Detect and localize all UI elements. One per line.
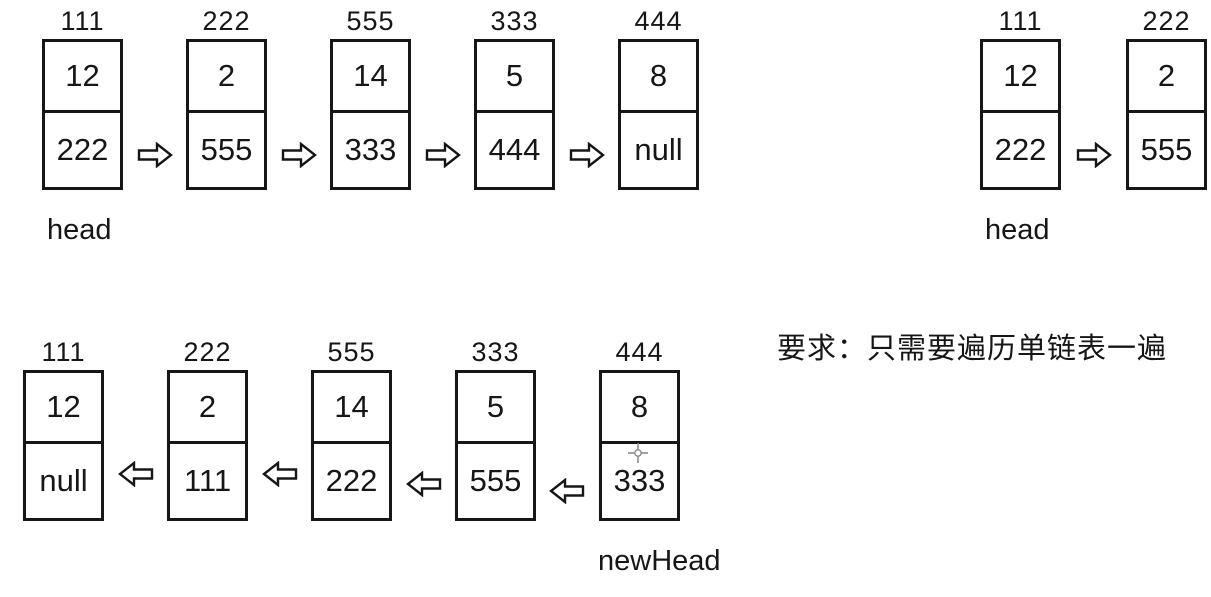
node-address: 444 [615, 337, 664, 367]
node-value: 2 [170, 373, 245, 444]
list-node: 222 2 555 [1126, 5, 1207, 190]
list-node: 444 8 null [618, 5, 699, 190]
newhead-label: newHead [598, 545, 721, 577]
node-value: 8 [602, 373, 677, 444]
right-arrow-icon [569, 142, 605, 168]
node-value: 2 [1129, 42, 1204, 113]
node-address: 111 [998, 6, 1043, 36]
node-value: 12 [983, 42, 1058, 113]
requirement-text: 要求：只需要遍历单链表一遍 [777, 333, 1168, 365]
node-next-pointer: null [39, 463, 88, 498]
node-box: 12 null [23, 370, 104, 521]
list-node: 555 14 333 [330, 5, 411, 190]
node-next-pointer: 333 [613, 463, 666, 498]
node-next-pointer: 222 [325, 463, 378, 498]
list-node: 222 2 555 [186, 5, 267, 190]
right-arrow-icon [137, 142, 173, 168]
node-next-pointer: 222 [56, 132, 109, 167]
node-address: 222 [183, 337, 232, 367]
node-next-pointer: 222 [994, 132, 1047, 167]
node-box: 12 222 [980, 39, 1061, 190]
node-box: 8 333 [599, 370, 680, 521]
node-address: 222 [1142, 6, 1191, 36]
right-arrow-icon [281, 142, 317, 168]
list-node: 555 14 222 [311, 336, 392, 521]
node-value: 14 [314, 373, 389, 444]
left-arrow-icon [549, 478, 585, 504]
left-arrow-icon [118, 461, 154, 487]
node-address: 222 [202, 6, 251, 36]
node-address: 555 [327, 337, 376, 367]
node-box: 14 333 [330, 39, 411, 190]
list-node: 444 8 333 [599, 336, 680, 521]
node-next-pointer: 333 [344, 132, 397, 167]
node-box: 5 444 [474, 39, 555, 190]
node-box: 2 111 [167, 370, 248, 521]
list-node: 333 5 555 [455, 336, 536, 521]
node-box: 2 555 [186, 39, 267, 190]
left-arrow-icon [262, 461, 298, 487]
node-address: 555 [346, 6, 395, 36]
node-box: 12 222 [42, 39, 123, 190]
node-value: 8 [621, 42, 696, 113]
node-value: 12 [45, 42, 120, 113]
node-next-pointer: 555 [1140, 132, 1193, 167]
node-value: 12 [26, 373, 101, 444]
head-label: head [985, 214, 1050, 246]
node-box: 5 555 [455, 370, 536, 521]
list-node: 222 2 111 [167, 336, 248, 521]
node-next-pointer: 555 [469, 463, 522, 498]
node-next-pointer: 555 [200, 132, 253, 167]
node-address: 111 [60, 6, 105, 36]
node-value: 5 [458, 373, 533, 444]
node-address: 444 [634, 6, 683, 36]
right-arrow-icon [1076, 142, 1112, 168]
left-arrow-icon [406, 471, 442, 497]
node-box: 2 555 [1126, 39, 1207, 190]
list-node: 111 12 222 [980, 5, 1061, 190]
node-next-pointer: 111 [183, 463, 232, 498]
precision-select-cursor-icon [628, 443, 648, 463]
node-address: 333 [471, 337, 520, 367]
node-box: 8 null [618, 39, 699, 190]
list-node: 111 12 222 [42, 5, 123, 190]
node-next-pointer: null [634, 132, 683, 167]
node-next-pointer: 444 [488, 132, 541, 167]
node-value: 2 [189, 42, 264, 113]
node-value: 14 [333, 42, 408, 113]
node-value: 5 [477, 42, 552, 113]
list-node: 111 12 null [23, 336, 104, 521]
node-address: 333 [490, 6, 539, 36]
right-arrow-icon [425, 142, 461, 168]
head-label: head [47, 214, 112, 246]
list-node: 333 5 444 [474, 5, 555, 190]
node-box: 14 222 [311, 370, 392, 521]
node-address: 111 [41, 337, 86, 367]
